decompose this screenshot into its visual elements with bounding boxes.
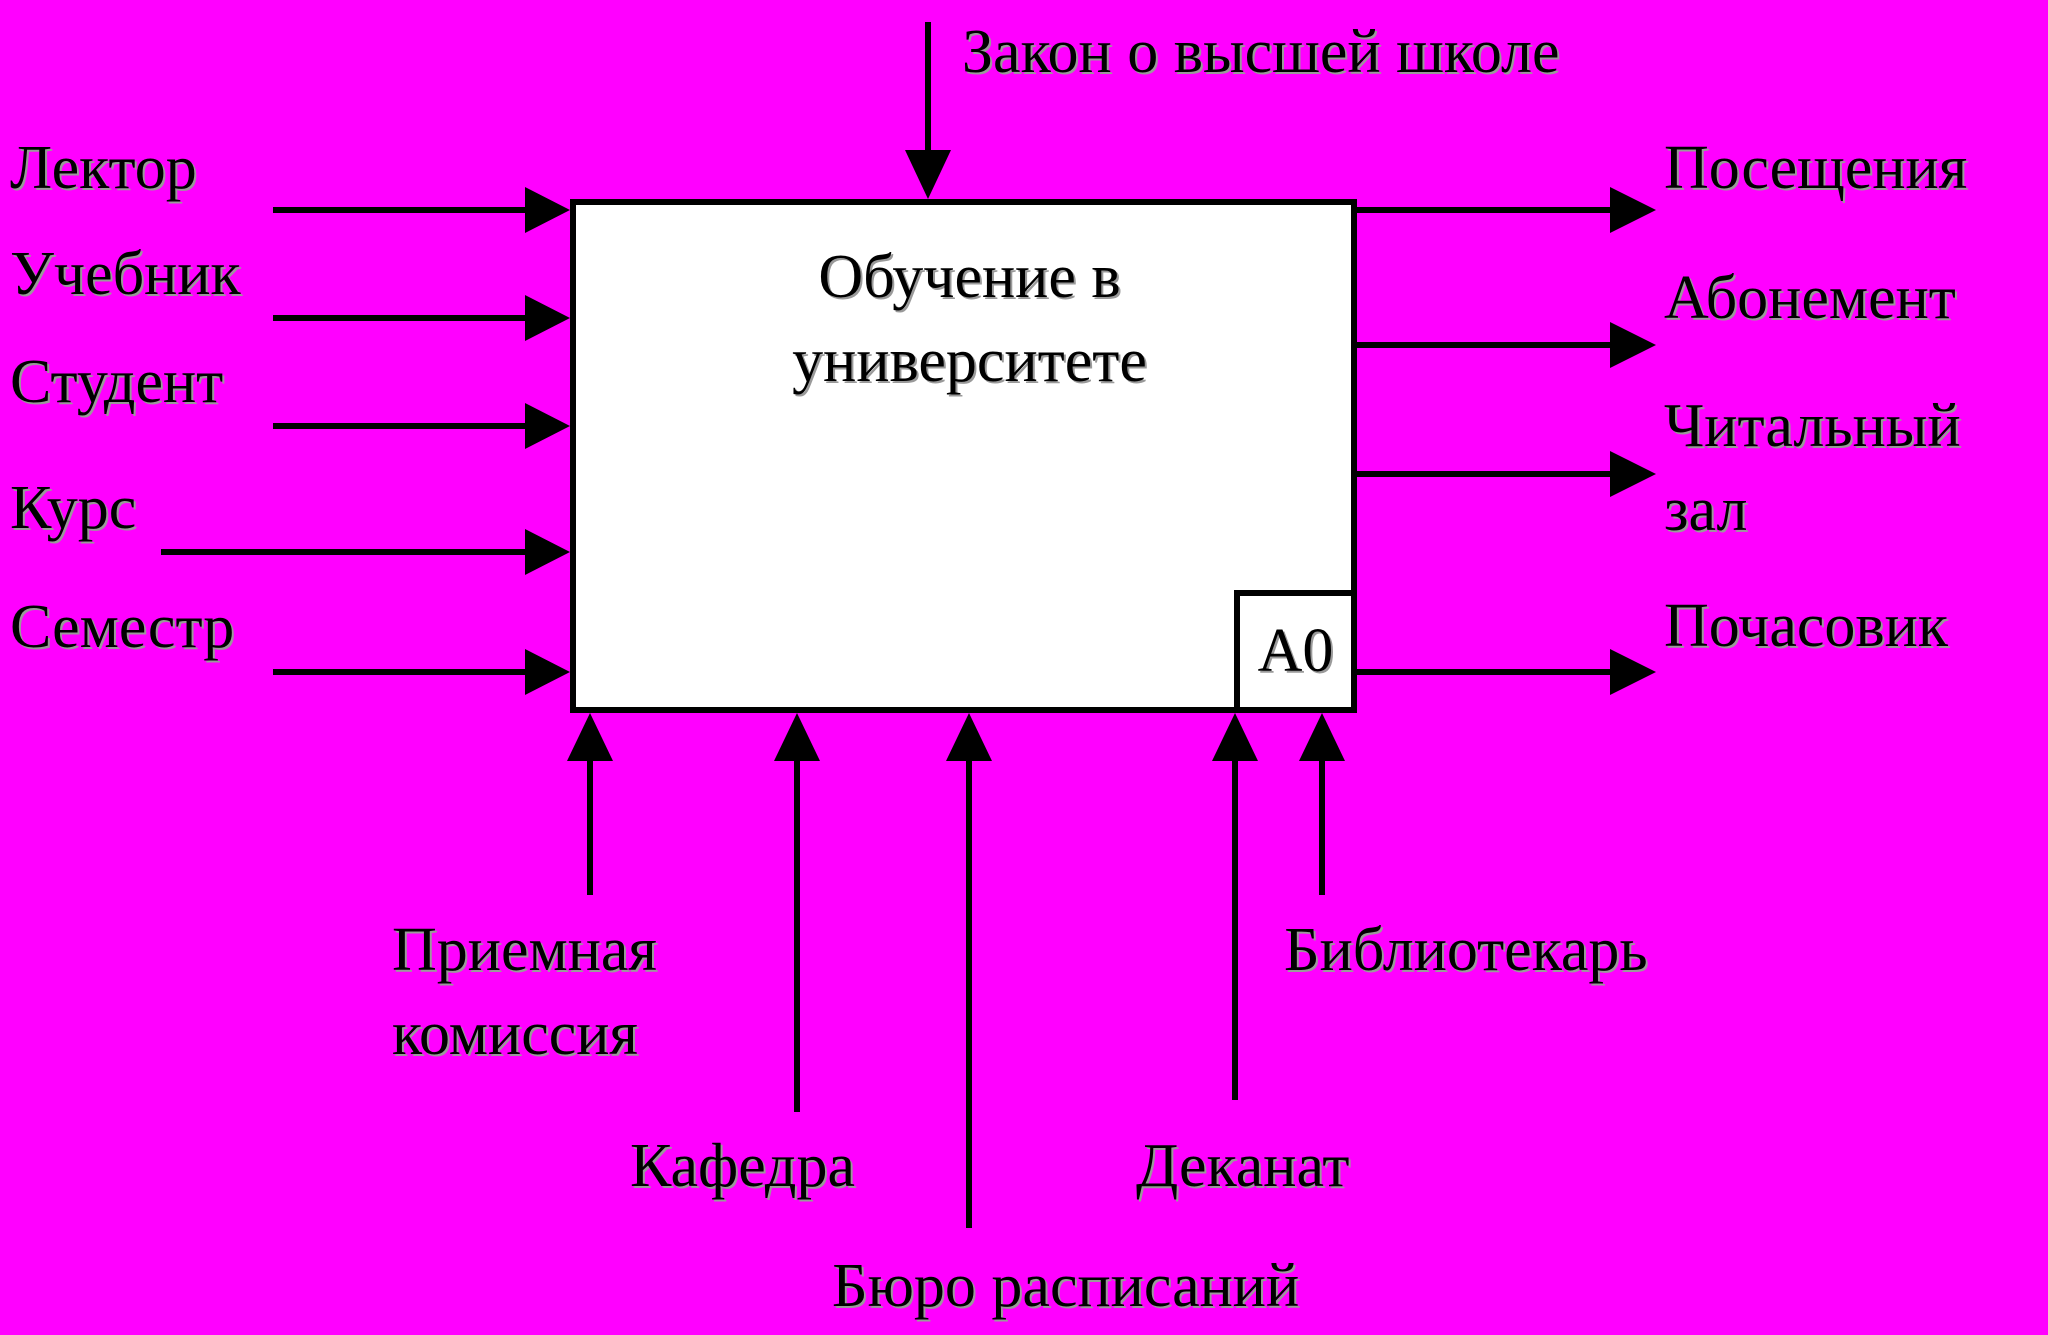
input-arrowhead-student bbox=[525, 403, 570, 449]
input-label-course: Курс bbox=[10, 474, 137, 542]
output-arrowhead-hourly bbox=[1610, 649, 1656, 695]
mechanism-arrowhead-department bbox=[774, 713, 820, 761]
input-arrowhead-course bbox=[525, 529, 570, 575]
input-arrowhead-textbook bbox=[525, 295, 570, 341]
output-label-hourly: Почасовик bbox=[1664, 592, 1948, 660]
output-label-subscription: Абонемент bbox=[1664, 264, 1956, 332]
mechanism-label-librarian: Библиотекарь bbox=[1284, 916, 1648, 984]
mechanism-arrowhead-admissions bbox=[567, 713, 613, 761]
mechanism-arrowhead-librarian bbox=[1299, 713, 1345, 761]
input-arrowhead-lector bbox=[525, 187, 570, 233]
mechanism-label-admissions: Приемная комиссия bbox=[392, 916, 657, 1068]
input-label-textbook: Учебник bbox=[10, 240, 241, 308]
function-box[interactable]: Обучение в университете A0 bbox=[570, 199, 1357, 713]
node-id-badge: A0 bbox=[1234, 590, 1357, 713]
mechanism-label-department: Кафедра bbox=[630, 1132, 855, 1200]
mechanism-arrowhead-deans-office bbox=[1212, 713, 1258, 761]
output-label-visits: Посещения bbox=[1664, 134, 1968, 202]
output-label-reading-room: Читальный зал bbox=[1664, 392, 1961, 544]
output-arrowhead-subscription bbox=[1610, 322, 1656, 368]
input-arrowhead-semester bbox=[525, 649, 570, 695]
output-arrowhead-visits bbox=[1610, 187, 1656, 233]
mechanism-label-schedule: Бюро расписаний bbox=[832, 1252, 1300, 1320]
input-label-student: Студент bbox=[10, 348, 224, 416]
input-label-semester: Семестр bbox=[10, 593, 235, 661]
control-arrowhead bbox=[905, 150, 951, 199]
mechanism-arrowhead-schedule bbox=[946, 713, 992, 761]
mechanism-label-deans-office: Деканат bbox=[1136, 1132, 1350, 1200]
output-arrowhead-reading-room bbox=[1610, 451, 1656, 497]
input-label-lector: Лектор bbox=[10, 134, 197, 202]
control-label: Закон о высшей школе bbox=[962, 18, 1560, 86]
function-title: Обучение в университете bbox=[792, 243, 1147, 395]
